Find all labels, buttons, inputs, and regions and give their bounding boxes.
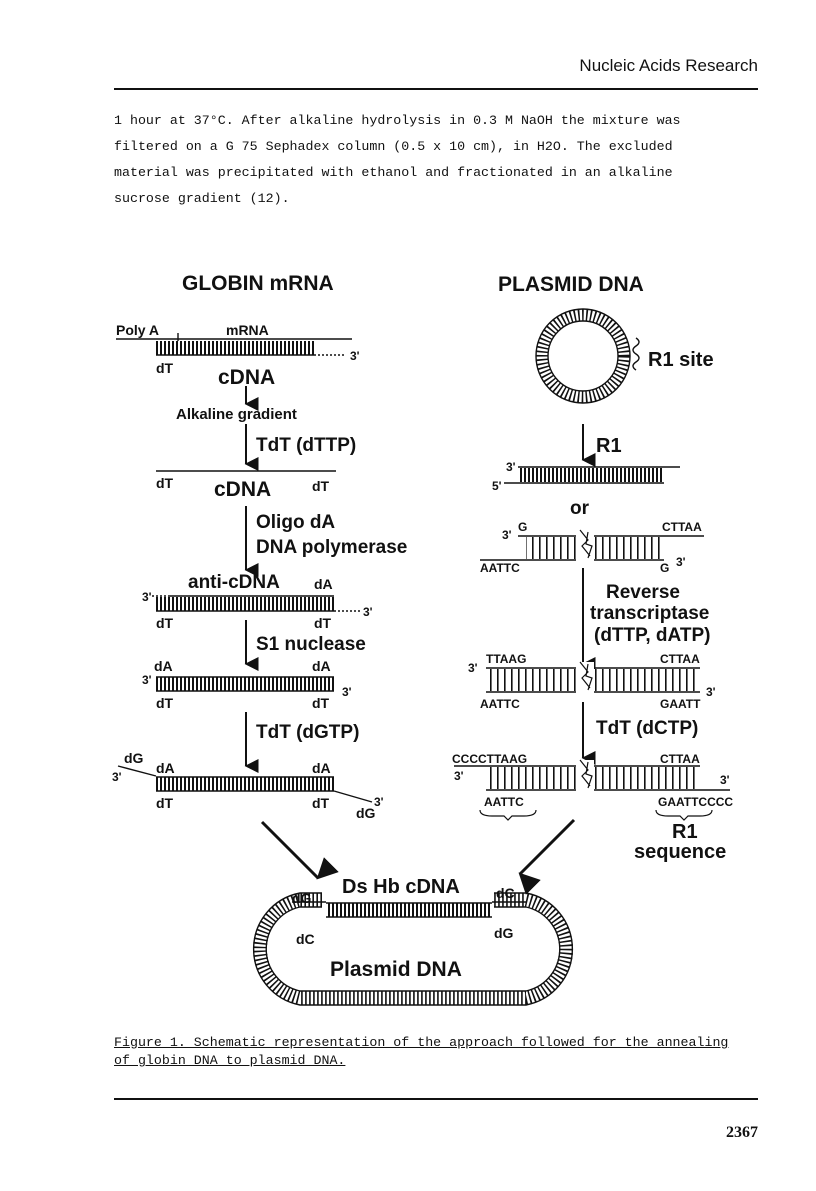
three-prime: 3' — [342, 685, 352, 699]
dt-label: dT — [156, 695, 174, 711]
dg-label: dG — [124, 750, 144, 766]
three-prime: 3' — [676, 555, 686, 569]
dc-label: dC — [296, 931, 315, 947]
ds-hb-cdna-insert — [326, 903, 492, 917]
da-label: dA — [156, 760, 175, 776]
dt-label: dT — [156, 475, 174, 491]
tdt-dttp-label: TdT (dTTP) — [256, 435, 356, 456]
dt-label: dT — [312, 478, 330, 494]
body-line: filtered on a G 75 Sephadex column (0.5 … — [114, 139, 673, 154]
dc-label: dC — [496, 885, 515, 901]
oligo-da-label: Oligo dA — [256, 512, 335, 533]
recombinant-plasmid-ring — [252, 893, 574, 1005]
or-label: or — [570, 498, 590, 519]
body-line: material was precipitated with ethanol a… — [114, 165, 673, 180]
cttaa-label: CTTAA — [660, 752, 700, 766]
r1-sequence-label: R1 — [672, 821, 698, 843]
alkaline-gradient-label: Alkaline gradient — [176, 406, 297, 423]
aattc-label: AATTC — [484, 795, 524, 809]
dt-label: dT — [312, 695, 330, 711]
cttaa-label: CTTAA — [662, 520, 702, 534]
body-line: sucrose gradient (12). — [114, 191, 290, 206]
mrna-label: mRNA — [226, 322, 269, 338]
aattc-label: AATTC — [480, 561, 520, 575]
tdt-dgtp-label: TdT (dGTP) — [256, 722, 359, 743]
five-prime: 5' — [492, 479, 502, 493]
s1-nuclease-label: S1 nuclease — [256, 634, 366, 655]
linear-plasmid — [518, 468, 664, 482]
right-title: PLASMID DNA — [498, 273, 644, 296]
anti-cdna-label: anti-cDNA — [188, 572, 280, 593]
g-label: G — [518, 520, 527, 534]
cdna-label: cDNA — [214, 478, 271, 501]
footer-rule — [114, 1098, 758, 1100]
sequence-label: sequence — [634, 841, 726, 863]
three-prime: 3' — [142, 590, 152, 604]
three-prime: 3' — [374, 795, 384, 809]
body-line: 1 hour at 37°C. After alkaline hydrolysi… — [114, 113, 681, 128]
reverse-label: Reverse — [606, 582, 680, 603]
ttaag-label: TTAAG — [486, 652, 526, 666]
left-title: GLOBIN mRNA — [182, 272, 334, 295]
journal-name: Nucleic Acids Research — [579, 56, 758, 75]
g-label: G — [660, 561, 669, 575]
tailed-cdna — [156, 777, 334, 791]
three-prime: 3' — [706, 685, 716, 699]
dt-label: dT — [314, 615, 332, 631]
dg-label: dG — [494, 925, 514, 941]
three-prime: 3' — [454, 769, 464, 783]
dt-label: dT — [156, 615, 174, 631]
da-label: dA — [312, 658, 331, 674]
transcriptase-label: transcriptase — [590, 603, 709, 624]
r1-enzyme-label: R1 — [596, 435, 622, 457]
figure-caption: Figure 1. Schematic representation of th… — [114, 1034, 764, 1070]
cdna-label: cDNA — [218, 366, 275, 389]
three-prime: 3' — [112, 770, 122, 784]
cttaa-label: CTTAA — [660, 652, 700, 666]
header-rule — [114, 88, 758, 90]
gaattcccc-label: GAATTCCCC — [658, 795, 733, 809]
r1-site-label: R1 site — [648, 349, 714, 371]
ds-cdna — [156, 677, 334, 691]
three-prime: 3' — [350, 349, 360, 363]
caption-line: of globin DNA to plasmid DNA. — [114, 1053, 346, 1068]
tdt-dctp-label: TdT (dCTP) — [596, 718, 698, 739]
dt-label: dT — [312, 795, 330, 811]
aattc-label: AATTC — [480, 697, 520, 711]
sticky-end-duplex — [526, 537, 664, 559]
three-prime: 3' — [720, 773, 730, 787]
dt-label: dT — [156, 795, 174, 811]
three-prime: 3' — [142, 673, 152, 687]
cdna-hybrid-strand — [156, 341, 314, 355]
three-prime: 3' — [468, 661, 478, 675]
da-label: dA — [314, 576, 333, 592]
dg-label: dG — [292, 890, 312, 906]
three-prime: 3' — [502, 528, 512, 542]
da-label: dA — [154, 658, 173, 674]
poly-a-label: Poly A — [116, 322, 159, 338]
gaatt-label: GAATT — [660, 697, 701, 711]
anti-cdna-duplex — [156, 597, 334, 611]
body-paragraph: 1 hour at 37°C. After alkaline hydrolysi… — [114, 108, 774, 212]
da-label: dA — [312, 760, 331, 776]
plasmid-dna-label: Plasmid DNA — [330, 958, 462, 981]
plasmid-circle — [536, 309, 630, 403]
dttp-datp-label: (dTTP, dATP) — [594, 625, 710, 646]
three-prime: 3' — [506, 460, 516, 474]
ds-hb-cdna-label: Ds Hb cDNA — [342, 876, 460, 898]
three-prime: 3' — [363, 605, 373, 619]
page-number: 2367 — [726, 1124, 758, 1141]
dna-polymerase-label: DNA polymerase — [256, 537, 407, 558]
dg-label: dG — [356, 805, 376, 821]
dt-label: dT — [156, 360, 174, 376]
cccc-ttaag-label: CCCCTTAAG — [452, 752, 527, 766]
caption-line: Figure 1. Schematic representation of th… — [114, 1035, 729, 1050]
